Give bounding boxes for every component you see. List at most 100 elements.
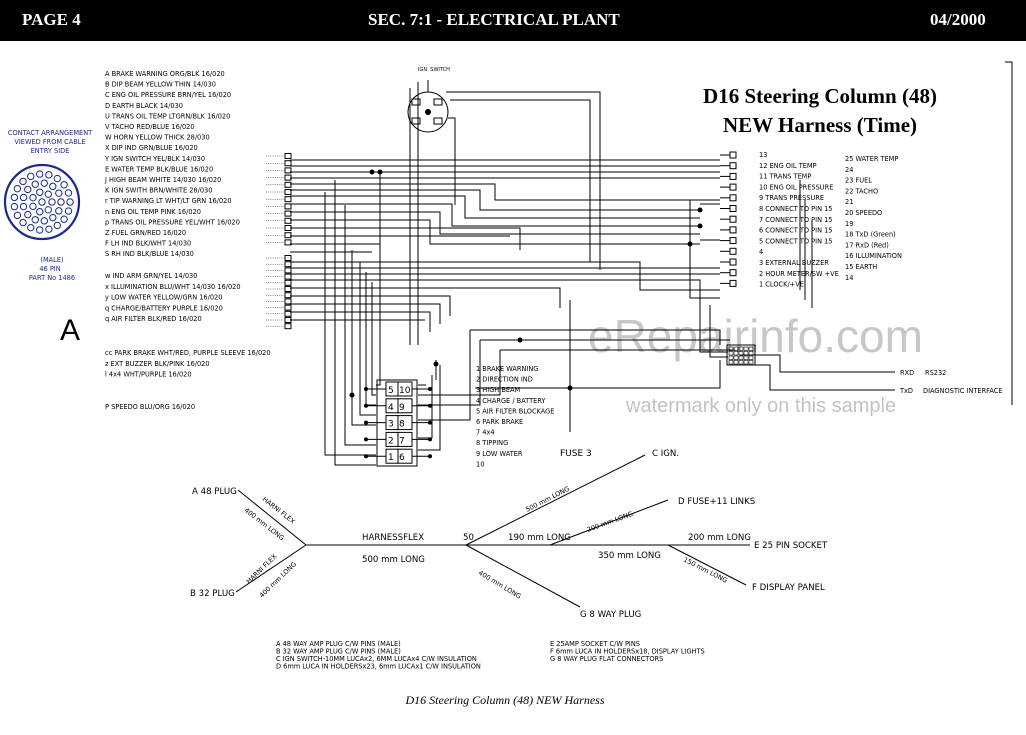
len-190: 190 mm LONG <box>508 533 571 543</box>
terminal-column-right <box>720 151 737 287</box>
plug-pin-number: 5 <box>388 386 394 396</box>
plug-function-item: 2 DIRECTION IND <box>476 376 533 384</box>
terminal-pin <box>729 247 737 255</box>
pin-list-item: q CHARGE/BATTERY PURPLE 16/020 <box>105 304 223 312</box>
connector-caption-3: ENTRY SIDE <box>31 147 70 155</box>
plug-function-item: 5 AIR FILTER BLOCKAGE <box>476 407 554 415</box>
section-title: SEC. 7:1 - ELECTRICAL PLANT <box>368 10 620 29</box>
terminal-pin <box>284 160 292 167</box>
socket-pin-label: 15 EARTH <box>845 263 877 271</box>
a-plug-label: A 48 PLUG <box>192 487 237 497</box>
connector-letter: A <box>60 314 80 347</box>
plug-pin-number: 8 <box>399 420 405 430</box>
txd-label: TxD <box>899 387 913 395</box>
pin-list-item: E WATER TEMP BLK/BLUE 16/020 <box>105 165 213 173</box>
plug-function-item: 8 TIPPING <box>476 439 508 447</box>
diagram-title-line2: NEW Harness (Time) <box>723 113 917 137</box>
terminal-pin <box>284 323 292 330</box>
terminal-pin <box>284 203 292 210</box>
plug-function-item: 7 4x4 <box>476 429 495 437</box>
fuse-label: FUSE 3 <box>560 449 592 459</box>
pin-list-item: B DIP BEAM YELLOW THIN 14/030 <box>105 81 216 89</box>
legend-item: C IGN SWITCH-10MM LUCAx2, 6MM LUCAx4 C/W… <box>276 655 477 663</box>
len-200-e: 200 mm LONG <box>688 533 751 543</box>
g-plug-label: G 8 WAY PLUG <box>580 610 641 620</box>
plug-pin-number: 3 <box>388 420 394 430</box>
plug-pin-number: 10 <box>399 386 411 396</box>
socket-pin-label: 14 <box>845 274 853 282</box>
terminal-column-left <box>266 153 292 330</box>
pin-list-item: z EXT BUZZER BLK/PINK 16/020 <box>105 360 210 368</box>
terminal-pin <box>284 279 292 286</box>
socket-pin-label: 8 CONNECT TO PIN 15 <box>759 205 833 213</box>
plug-pin-number: 1 <box>388 453 394 463</box>
rxd-label: RXD <box>900 369 914 377</box>
connector-part-number: PART No 1486 <box>29 274 75 282</box>
terminal-pin <box>284 167 292 174</box>
connector-caption: CONTACT ARRANGEMENT VIEWED FROM CABLE EN… <box>8 129 93 155</box>
figure-caption: D16 Steering Column (48) NEW Harness <box>405 693 605 707</box>
ignition-switch-icon <box>407 80 449 133</box>
pin-list-item: D EARTH BLACK 14/030 <box>105 102 183 110</box>
legend-item: B 32 WAY AMP PLUG C/W PINS (MALE) <box>276 648 401 656</box>
len-200-d: 200 mm LONG <box>586 510 634 534</box>
len-500-c: 500 mm LONG <box>524 485 571 514</box>
socket-pin-label: 16 ILLUMINATION <box>845 252 902 260</box>
legend-item: G 8 WAY PLUG FLAT CONNECTORS <box>550 655 663 663</box>
diagnostic-interface-label: DIAGNOSTIC INTERFACE <box>923 387 1003 395</box>
socket-pin-label: 25 WATER TEMP <box>845 155 898 163</box>
socket-pin-label: 10 ENG OIL PRESSURE <box>759 183 833 191</box>
diagram-title-line1: D16 Steering Column (48) <box>703 84 937 108</box>
terminal-pin <box>729 215 737 223</box>
pin-list-item: V TACHO RED/BLUE 16/020 <box>105 123 195 131</box>
diagnostic-connector-icon <box>726 344 756 366</box>
node-50-label: 50 <box>463 533 474 543</box>
plug-function-item: 6 PARK BRAKE <box>476 418 523 426</box>
len-400-g: 400 mm LONG <box>477 569 523 601</box>
component-legend: A 48 WAY AMP PLUG C/W PINS (MALE)B 32 WA… <box>276 640 705 671</box>
plug-function-item: 9 LOW WATER <box>476 450 523 458</box>
b-plug-label: B 32 PLUG <box>190 589 235 599</box>
terminal-pin <box>284 286 292 292</box>
terminal-pin <box>284 298 292 305</box>
connector-caption-2: VIEWED FROM CABLE <box>14 138 85 146</box>
terminal-pin <box>284 210 292 217</box>
socket-pin-label: 20 SPEEDO <box>845 209 882 217</box>
socket-pin-label: 9 TRANS PRESSURE <box>759 194 824 202</box>
socket-pin-label: 1 CLOCK/+VE <box>759 281 804 289</box>
terminal-pin <box>284 239 292 246</box>
terminal-pin <box>284 304 292 311</box>
pin-list-item: S RH IND BLK/BLUE 14/030 <box>105 250 194 258</box>
pin-list-item: W HORN YELLOW THICK 28/030 <box>105 134 210 142</box>
socket-pin-label: 2 HOUR METER/SW +VE <box>759 270 839 278</box>
terminal-pin <box>284 181 292 188</box>
terminal-pin <box>729 194 737 202</box>
socket-pin-label: 21 <box>845 198 853 206</box>
rs232-label: RS232 <box>925 369 946 377</box>
terminal-pin <box>284 217 292 224</box>
pin-list-item: X DIP IND GRN/BLUE 16/020 <box>105 144 198 152</box>
pin-list-item: J HIGH BEAM WHITE 14/030 16/020 <box>104 176 221 184</box>
ign-switch-label: IGN. SWITCH <box>418 67 450 73</box>
watermark-note: watermark only on this sample <box>625 395 896 417</box>
terminal-pin <box>729 162 737 170</box>
terminal-pin <box>284 261 292 268</box>
pin-list-item: w IND ARM GRN/YEL 14/030 <box>105 272 197 280</box>
pin-list-item: x ILLUMINATION BLU/WHT 14/030 16/020 <box>105 283 241 291</box>
plug-function-item: 1 BRAKE WARNING <box>476 365 538 373</box>
pin-list-item: K IGN SWITH BRN/WHITE 28/030 <box>105 187 212 195</box>
plug-pin-number: 9 <box>399 403 405 413</box>
legend-item: F 6mm LUCA IN HOLDERSx18, DISPLAY LIGHTS <box>550 648 705 656</box>
pin-list-item: F LH IND BLK/WHT 14/030 <box>105 240 191 248</box>
pin-list-item: p TRANS OIL PRESSURE YEL/WHT 16/020 <box>105 218 240 226</box>
pin-list-item: q AIR FILTER BLK/RED 16/020 <box>105 315 202 323</box>
pin-list-item: P SPEEDO BLU/ORG 16/020 <box>105 403 195 411</box>
socket-pin-label: 19 <box>845 220 853 228</box>
pin-list-item: n ENG OIL TEMP PINK 16/020 <box>105 208 201 216</box>
pin-list-item: U TRANS OIL TEMP LTGRN/BLK 16/020 <box>105 112 230 120</box>
socket-pin-label: 4 <box>759 248 763 256</box>
plug-pin-number: 6 <box>399 453 405 463</box>
terminal-pin <box>729 279 737 287</box>
